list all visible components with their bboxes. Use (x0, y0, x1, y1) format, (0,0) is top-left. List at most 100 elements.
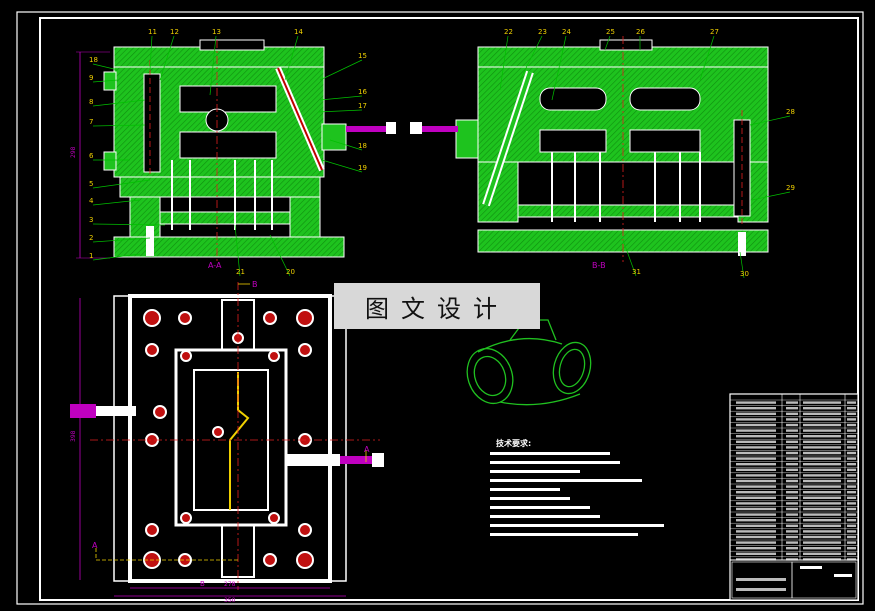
balloon-number: 25 (606, 28, 615, 36)
balloon-number: 18 (358, 142, 367, 150)
balloon-number: 27 (710, 28, 719, 36)
bom-cell-text (803, 429, 841, 432)
bom-cell-text (786, 474, 798, 477)
section-label-left: A-A (208, 261, 222, 270)
balloon-number: 5 (89, 180, 93, 188)
bom-cell-text (803, 547, 841, 550)
bom-cell-text (803, 463, 841, 466)
bom-cell-text (786, 547, 798, 550)
bom-cell-text (847, 491, 856, 494)
section-view-right (410, 36, 769, 262)
balloon-number: 31 (632, 268, 641, 276)
bom-cell-text (847, 524, 856, 527)
balloon-number: 16 (358, 88, 367, 96)
balloon-number: 26 (636, 28, 645, 36)
bom-cell-text (736, 496, 776, 499)
leader-line (551, 35, 567, 101)
bom-cell-text (736, 474, 776, 477)
leader-line (319, 59, 363, 81)
bom-cell-text (786, 435, 798, 438)
bom-cell-text (803, 451, 841, 455)
bom-cell-text (803, 519, 841, 522)
part-isometric-sketch (466, 319, 592, 406)
bom-cell-text (786, 552, 798, 555)
leader-line (92, 179, 151, 189)
balloon-number: 18 (89, 56, 98, 64)
bom-cell-text (847, 457, 856, 460)
bom-cell-text (847, 446, 856, 449)
bom-cell-text (736, 429, 776, 432)
balloon-number: 12 (170, 28, 179, 36)
inner-frame (39, 17, 859, 601)
leader-line (604, 35, 611, 51)
leader-line (739, 251, 745, 279)
bom-cell-text (786, 407, 798, 410)
cut-label-a: A (92, 541, 98, 550)
balloon-number: 15 (358, 52, 367, 60)
balloon-number: 30 (740, 270, 749, 278)
balloon-number: 14 (294, 28, 303, 36)
bom-cell-text (847, 451, 856, 455)
bom-cell-text (736, 502, 776, 505)
bom-cell-text (736, 507, 776, 511)
leader-line (92, 253, 141, 261)
bom-cell-text (736, 418, 776, 421)
balloon-number: 22 (504, 28, 513, 36)
leader-line (92, 237, 151, 243)
leader-line (234, 224, 241, 277)
bom-cell-text (803, 507, 841, 511)
leader-line (519, 35, 543, 81)
bom-cell-text (803, 513, 841, 516)
balloon-number: 29 (786, 184, 795, 192)
balloon-number: 6 (89, 152, 94, 160)
bom-cell-text (847, 418, 856, 421)
bom-cell-text (736, 530, 776, 533)
bom-cell-text (736, 541, 776, 544)
bom-cell-text (786, 479, 798, 483)
bom-cell-text (847, 440, 856, 443)
bom-cell-text (803, 502, 841, 505)
leader-line (319, 95, 363, 101)
bom-cell-text (803, 457, 841, 460)
bom-cell-text (847, 535, 856, 539)
leader-line (149, 35, 153, 71)
balloon-number: 24 (562, 28, 571, 36)
bom-cell-text (786, 513, 798, 516)
bom-cell-text (847, 423, 856, 427)
bill-of-materials (729, 393, 859, 601)
leader-line (751, 191, 791, 201)
leader-line (92, 199, 141, 206)
bom-cell-text (736, 468, 776, 471)
balloon-number: 4 (89, 197, 94, 205)
bom-cell-text (786, 524, 798, 527)
bom-cell-text (736, 479, 776, 483)
bom-cell-text (786, 468, 798, 471)
bom-cell-text (847, 485, 856, 488)
cut-label-b-bottom: B (200, 580, 205, 588)
bom-cell-text (786, 519, 798, 522)
bom-cell-text (786, 463, 798, 466)
bom-cell-text (847, 401, 856, 404)
bom-cell-text (803, 412, 841, 415)
bom-cell-text (803, 479, 841, 483)
balloon-number: 11 (148, 28, 157, 36)
dimension-left-height: 298 (70, 146, 77, 158)
bom-cell-text (736, 401, 776, 404)
bom-cell-text (786, 491, 798, 494)
bom-cell-text (803, 401, 841, 404)
notes-title: 技术要求: (496, 438, 531, 448)
bom-cell-text (736, 513, 776, 516)
balloon-number: 2 (89, 234, 93, 242)
bom-cell-text (786, 507, 798, 511)
bom-cell-text (803, 535, 841, 539)
bom-cell-text (803, 435, 841, 438)
bom-cell-text (847, 407, 856, 410)
bom-cell-text (786, 535, 798, 539)
bom-cell-text (803, 440, 841, 443)
bom-cell-text (803, 446, 841, 449)
balloon-number: 1 (89, 252, 93, 260)
leader-line (209, 35, 217, 96)
bom-cell-text (786, 440, 798, 443)
leader-line (622, 239, 637, 277)
